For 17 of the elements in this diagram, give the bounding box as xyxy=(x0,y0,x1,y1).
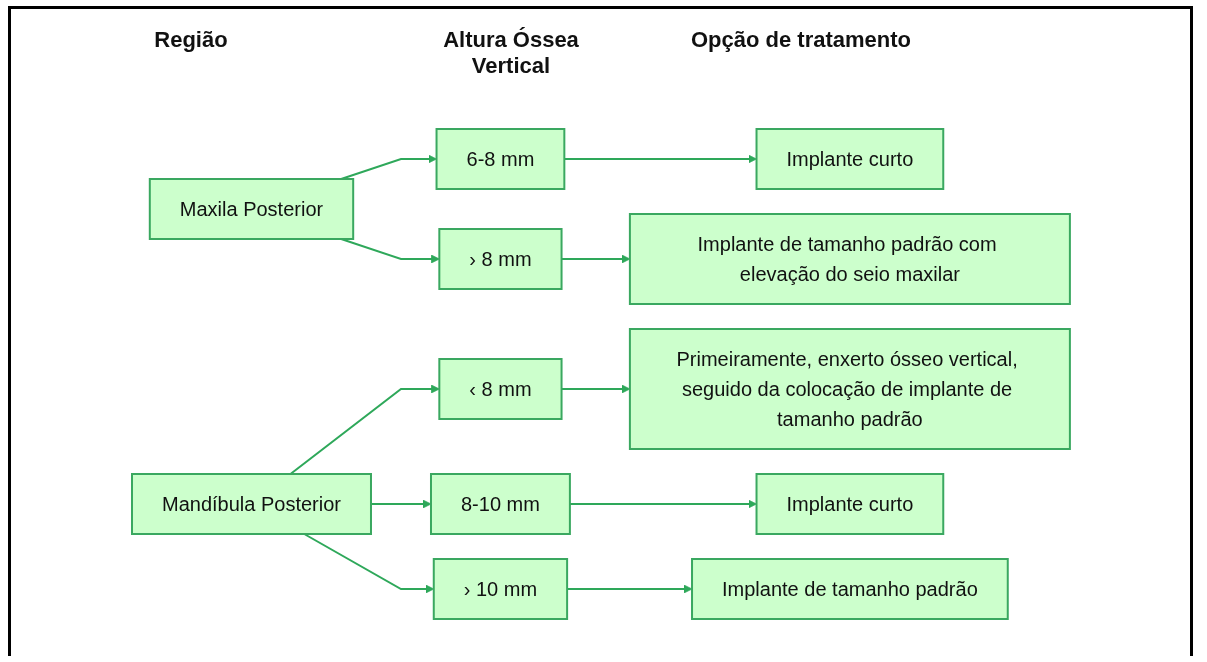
node-box: Implante de tamanho padrão xyxy=(691,558,1009,620)
node-box: › 10 mm xyxy=(432,558,569,620)
node-box: 6-8 mm xyxy=(435,128,566,190)
node-box: ‹ 8 mm xyxy=(438,358,563,420)
arrow xyxy=(289,384,440,475)
arrow xyxy=(340,154,437,180)
node-box: 8-10 mm xyxy=(430,473,571,535)
node-box: Implante curto xyxy=(755,473,945,535)
column-header: Opção de tratamento xyxy=(689,27,912,53)
column-header: Altura Óssea Vertical xyxy=(442,27,580,79)
node-box: Maxila Posterior xyxy=(148,178,355,240)
node-box: Implante de tamanho padrão com elevação do seio maxilar xyxy=(628,213,1071,305)
column-header: Região xyxy=(153,27,229,53)
node-box: Mandíbula Posterior xyxy=(131,473,373,535)
node-box: Primeiramente, enxerto ósseo vertical, seguido da colocação de implante de tamanho padrão xyxy=(628,328,1071,450)
node-box: › 8 mm xyxy=(438,228,563,290)
node-box: Implante curto xyxy=(755,128,945,190)
